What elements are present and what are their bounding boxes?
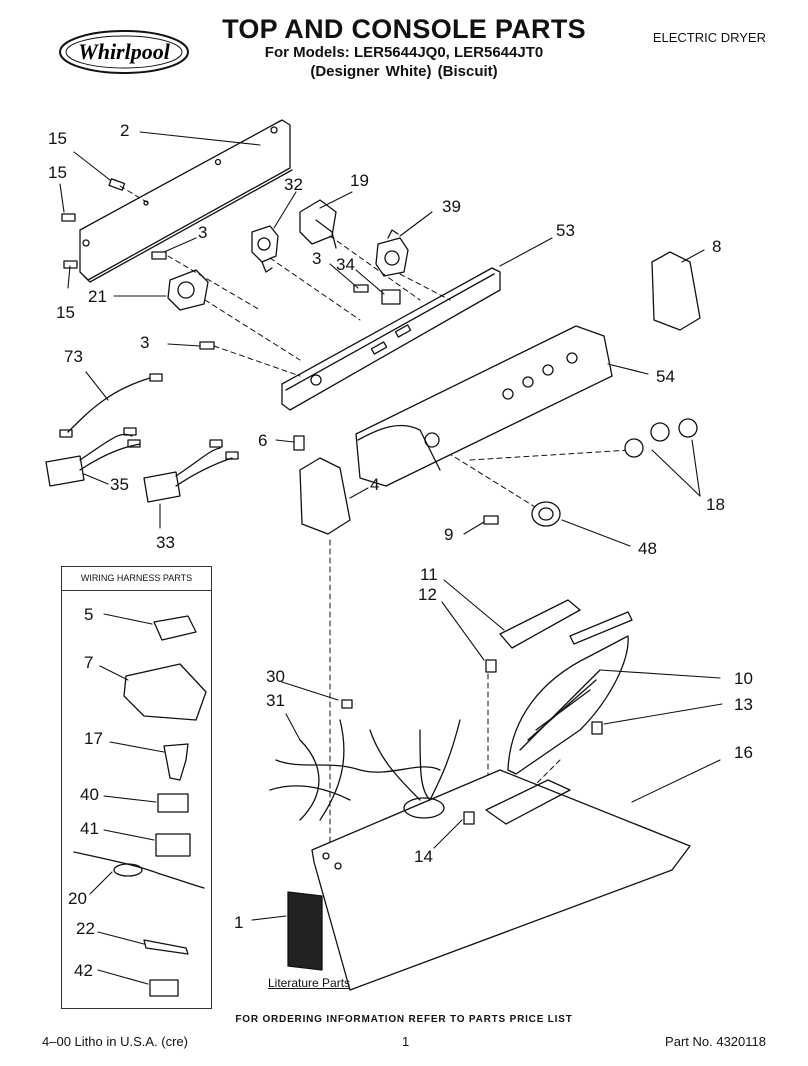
callout-13: 13 [734, 695, 753, 714]
callout-42: 42 [74, 961, 93, 980]
callout-53: 53 [556, 221, 575, 240]
callout-7: 7 [84, 653, 93, 672]
callout-40: 40 [80, 785, 99, 804]
callout-16: 16 [734, 743, 753, 762]
wiring-harness-box [61, 566, 212, 1009]
callout-15: 15 [48, 129, 67, 148]
svg-text:Whirlpool: Whirlpool [78, 39, 171, 64]
callout-21: 21 [88, 287, 107, 306]
callout-22: 22 [76, 919, 95, 938]
callout-15: 15 [56, 303, 75, 322]
callout-15: 15 [48, 163, 67, 182]
callout-31: 31 [266, 691, 285, 710]
callout-11: 11 [420, 565, 438, 584]
callout-9: 9 [444, 525, 453, 544]
callout-2: 2 [120, 121, 129, 140]
callout-10: 10 [734, 669, 753, 688]
callout-30: 30 [266, 667, 285, 686]
callout-17: 17 [84, 729, 103, 748]
callout-20: 20 [68, 889, 87, 908]
product-type: ELECTRIC DRYER [652, 30, 766, 45]
literature-parts-label: Literature Parts [268, 976, 351, 990]
callout-54: 54 [656, 367, 675, 386]
colors-line: (Designer White) (Biscuit) [310, 63, 498, 80]
callout-5: 5 [84, 605, 93, 624]
callout-32: 32 [284, 175, 303, 194]
callout-73: 73 [64, 347, 83, 366]
page-number: 1 [402, 1034, 410, 1049]
callout-48: 48 [638, 539, 657, 558]
callout-39: 39 [442, 197, 461, 216]
callout-34: 34 [336, 255, 355, 274]
models-line: For Models: LER5644JQ0, LER5644JT0 [264, 44, 544, 61]
litho-note: 4–00 Litho in U.S.A. (cre) [42, 1034, 188, 1049]
page-title: TOP AND CONSOLE PARTS [222, 14, 586, 44]
callout-6: 6 [258, 431, 267, 450]
whirlpool-logo: Whirlpool [59, 30, 189, 74]
callout-1: 1 [234, 913, 243, 932]
screw-15a [108, 178, 126, 191]
callout-3: 3 [312, 249, 321, 268]
callout-8: 8 [712, 237, 721, 256]
callout-3: 3 [140, 333, 149, 352]
part-number: Part No. 4320118 [665, 1034, 766, 1049]
callout-41: 41 [80, 819, 99, 838]
wiring-harness-title: WIRING HARNESS PARTS [61, 566, 212, 591]
callout-14: 14 [414, 847, 433, 866]
ordering-note: FOR ORDERING INFORMATION REFER TO PARTS … [235, 1014, 573, 1025]
callout-3: 3 [198, 223, 207, 242]
callout-35: 35 [110, 475, 129, 494]
callout-19: 19 [350, 171, 369, 190]
callout-4: 4 [370, 475, 379, 494]
callout-33: 33 [156, 533, 175, 552]
callout-12: 12 [418, 585, 437, 604]
callout-18: 18 [706, 495, 725, 514]
